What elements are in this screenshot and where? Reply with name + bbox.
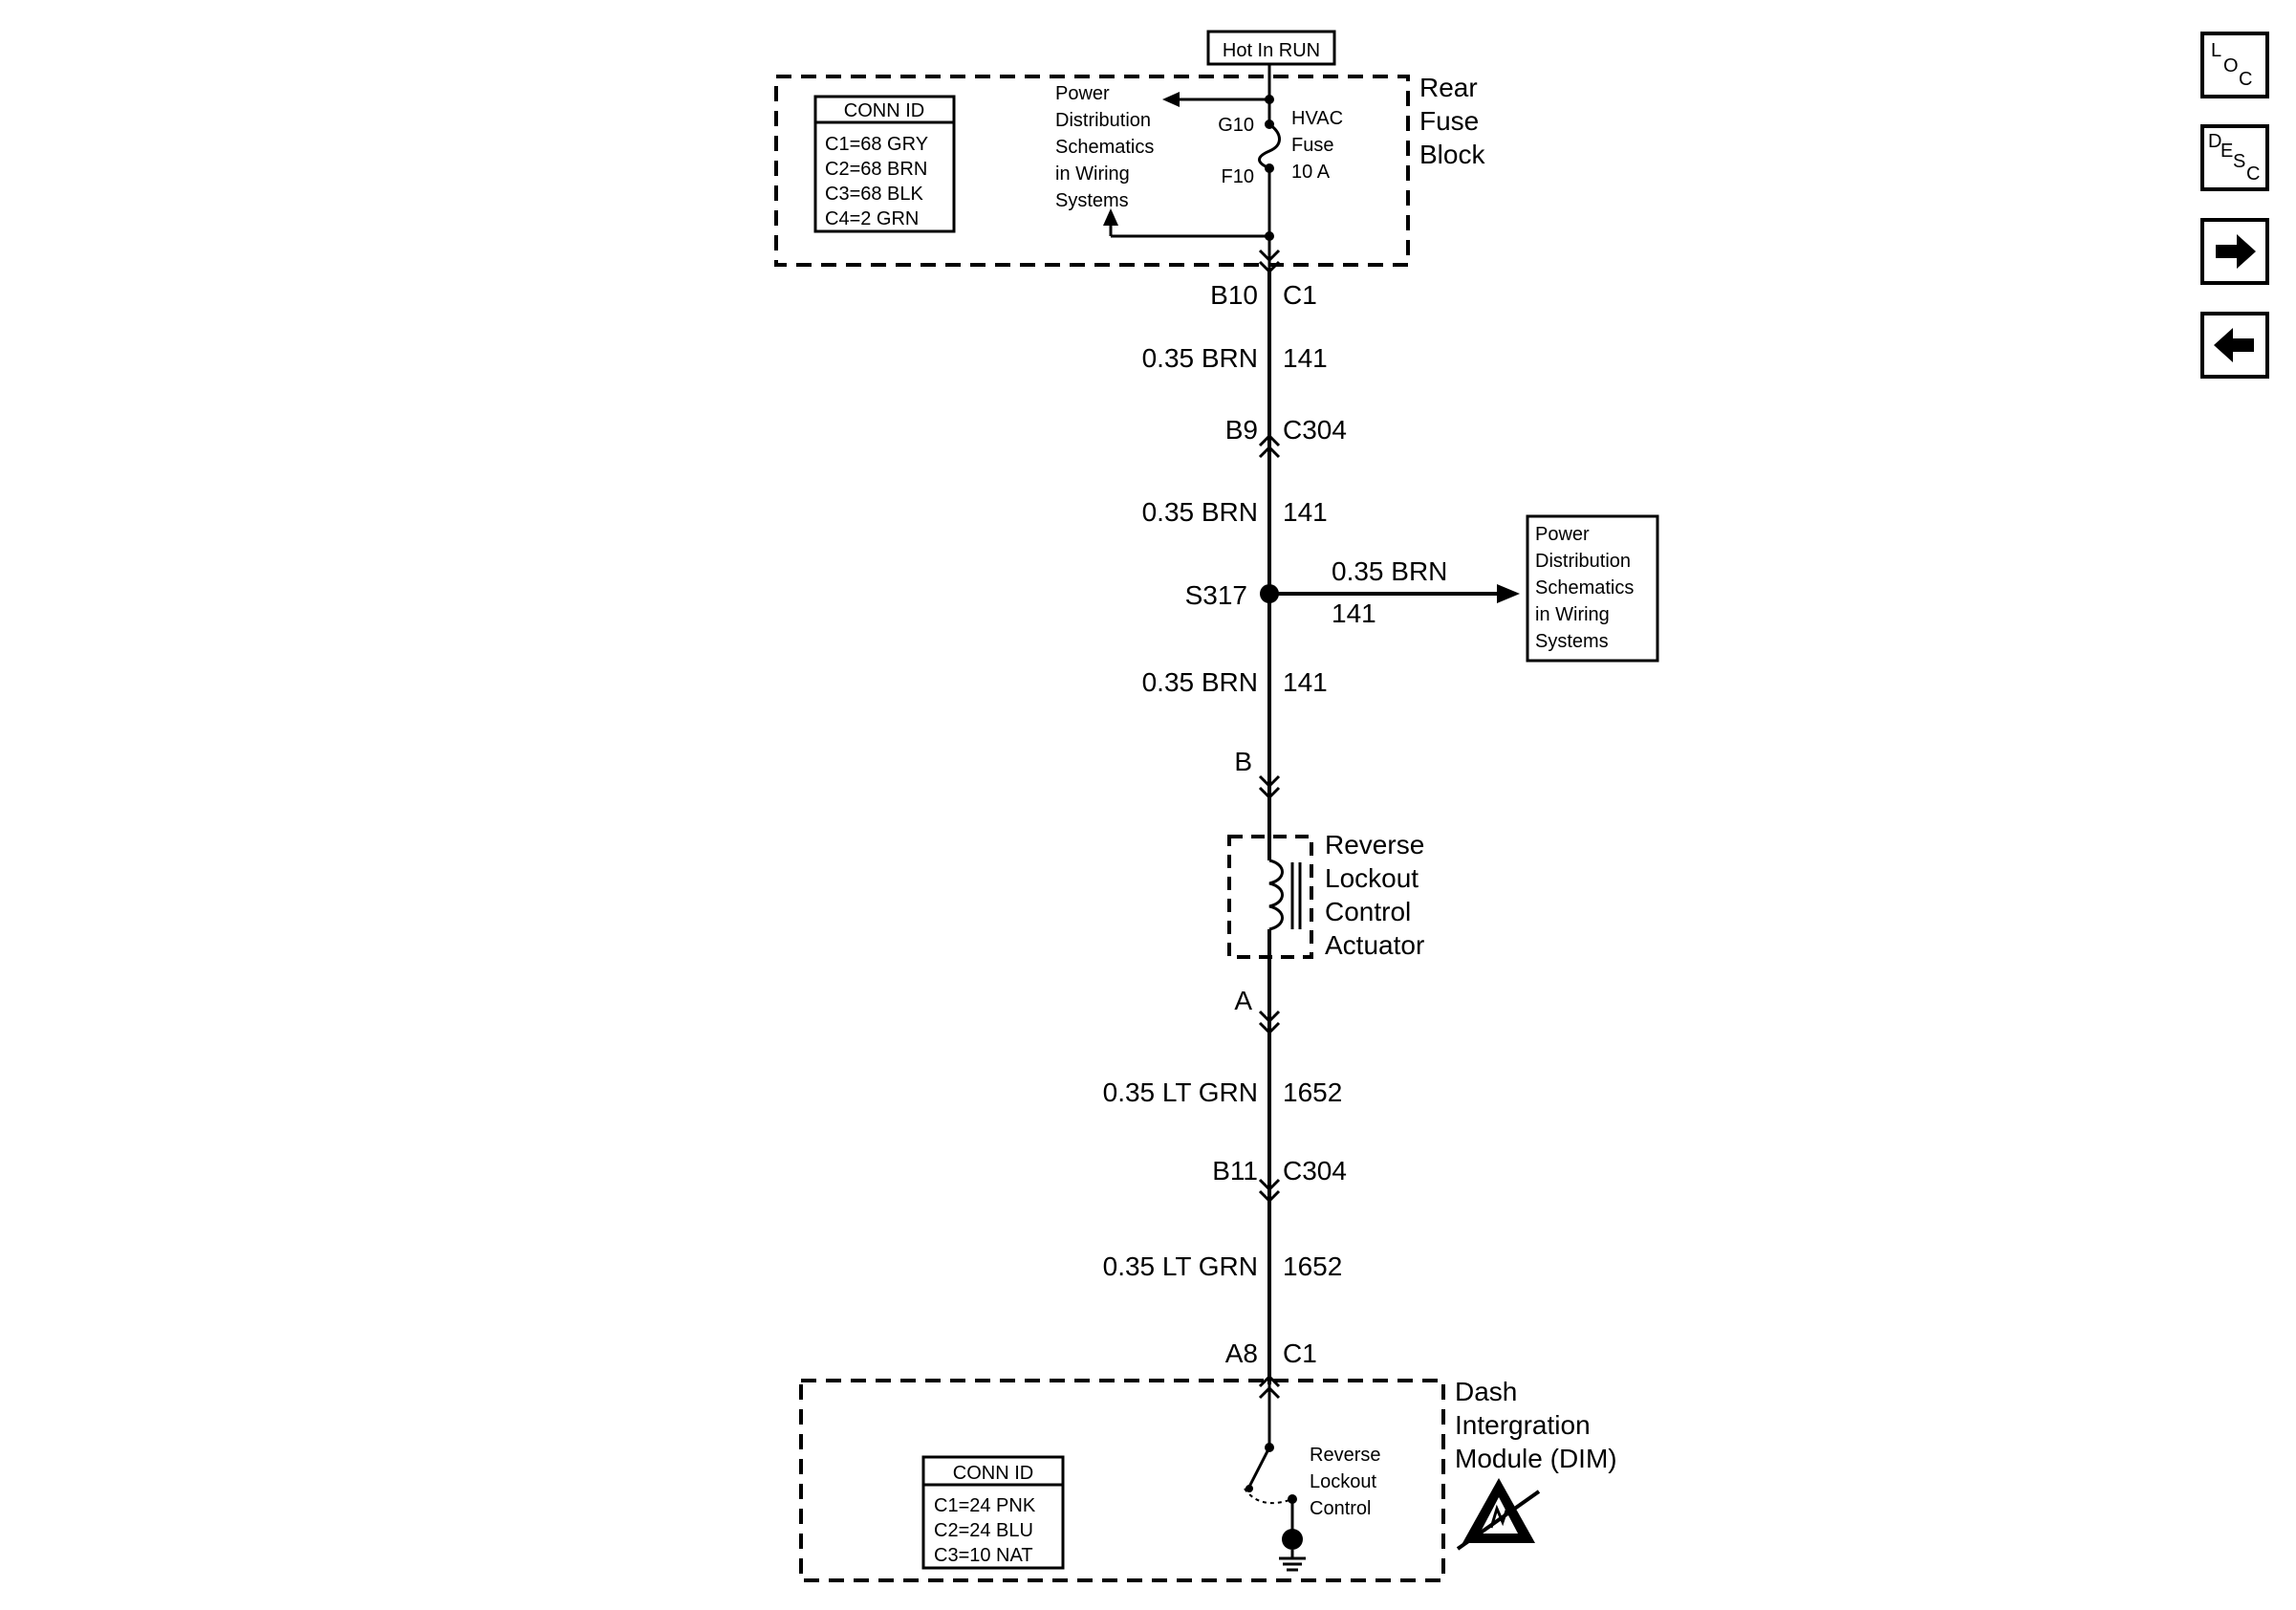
connector-c1-id: C1 bbox=[1283, 1338, 1317, 1368]
hot-in-run-box bbox=[1206, 30, 1336, 66]
circuit-number: 1652 bbox=[1283, 1251, 1342, 1281]
ground-icon bbox=[1279, 1529, 1306, 1572]
desc-glyph: S bbox=[2233, 151, 2246, 172]
connector-c1-pin: A8 bbox=[1225, 1338, 1258, 1368]
circuit-number: 1652 bbox=[1283, 1077, 1342, 1107]
conn-id-header: CONN ID bbox=[953, 1463, 1033, 1484]
wire-color: 0.35 BRN bbox=[1142, 667, 1258, 697]
actuator-pin-b: B bbox=[1234, 747, 1252, 776]
connector-c304-id: C304 bbox=[1283, 1156, 1347, 1186]
conn-id-row: C4=2 GRN bbox=[825, 208, 919, 229]
fuse-block-pds-reference: Power Distribution Schematics in Wiring … bbox=[1055, 83, 1159, 211]
dim-title: Dash Intergration Module (DIM) bbox=[1455, 1377, 1617, 1473]
conn-id-row: C3=10 NAT bbox=[934, 1545, 1033, 1566]
connector-c1-id: C1 bbox=[1283, 280, 1317, 310]
hvac-fuse-symbol bbox=[1258, 64, 1281, 270]
loc-glyph: L bbox=[2211, 40, 2222, 61]
reverse-lockout-switch bbox=[1244, 1384, 1297, 1530]
branch-circuit-number: 141 bbox=[1332, 598, 1376, 628]
desc-button[interactable]: D E S C bbox=[2200, 124, 2269, 191]
actuator-pin-a: A bbox=[1234, 986, 1252, 1015]
fuse-pin-bottom: F10 bbox=[1222, 166, 1254, 187]
pds-reference-box bbox=[1526, 514, 1659, 663]
connector-c1-pin: B10 bbox=[1210, 280, 1258, 310]
circuit-number: 141 bbox=[1283, 497, 1328, 527]
fuse-pin-top: G10 bbox=[1218, 115, 1254, 136]
loc-button[interactable]: L O C bbox=[2200, 32, 2269, 98]
splice-label: S317 bbox=[1185, 580, 1247, 610]
hot-in-run-label: Hot In RUN bbox=[1223, 40, 1320, 61]
loc-glyph: C bbox=[2239, 69, 2253, 90]
connector-c304-pin: B11 bbox=[1212, 1156, 1258, 1186]
branch-wire bbox=[1269, 584, 1520, 603]
conn-id-row: C2=24 BLU bbox=[934, 1520, 1033, 1541]
conn-id-row: C1=24 PNK bbox=[934, 1495, 1036, 1516]
dim-conn-id-table: CONN ID C1=24 PNK C2=24 BLU C3=10 NAT bbox=[921, 1455, 1065, 1570]
rear-fuse-block-title: Rear Fuse Block bbox=[1419, 73, 1486, 169]
desc-glyph: D bbox=[2208, 131, 2222, 152]
actuator-label: Reverse Lockout Control Actuator bbox=[1325, 830, 1432, 960]
connector-c304-pin: B9 bbox=[1225, 415, 1258, 445]
conn-id-row: C1=68 GRY bbox=[825, 134, 928, 155]
conn-id-header: CONN ID bbox=[844, 100, 924, 121]
arrow-left-icon bbox=[2214, 328, 2254, 362]
connector-symbols bbox=[1258, 249, 1281, 1400]
circuit-number: 141 bbox=[1283, 343, 1328, 373]
connector-c304-id: C304 bbox=[1283, 415, 1347, 445]
conn-id-row: C2=68 BRN bbox=[825, 159, 927, 180]
pds-arrow-left bbox=[1162, 92, 1269, 107]
rear-fuse-conn-id-table: CONN ID C1=68 GRY C2=68 BRN C3=68 BLK C4… bbox=[813, 95, 956, 233]
esd-warning-icon bbox=[1456, 1478, 1541, 1551]
desc-glyph: E bbox=[2220, 141, 2234, 162]
circuit-number: 141 bbox=[1283, 667, 1328, 697]
wire-color: 0.35 BRN bbox=[1142, 343, 1258, 373]
conn-id-row: C3=68 BLK bbox=[825, 184, 924, 205]
pds-reference-text: Power Distribution Schematics in Wiring … bbox=[1535, 524, 1639, 652]
switch-label: Reverse Lockout Control bbox=[1310, 1445, 1386, 1519]
loc-glyph: O bbox=[2223, 55, 2239, 76]
next-button[interactable] bbox=[2200, 218, 2269, 285]
fuse-label: HVAC Fuse 10 A bbox=[1291, 108, 1349, 183]
pds-arrow-up bbox=[1103, 208, 1269, 238]
arrow-right-icon bbox=[2216, 234, 2256, 269]
wire-color: 0.35 LT GRN bbox=[1103, 1251, 1258, 1281]
wire-color: 0.35 LT GRN bbox=[1103, 1077, 1258, 1107]
branch-wire-color: 0.35 BRN bbox=[1332, 556, 1447, 586]
prev-button[interactable] bbox=[2200, 312, 2269, 379]
reverse-lockout-actuator bbox=[1227, 832, 1313, 962]
wire-color: 0.35 BRN bbox=[1142, 497, 1258, 527]
desc-glyph: C bbox=[2246, 163, 2261, 185]
rear-fuse-block-outline bbox=[774, 75, 1410, 267]
